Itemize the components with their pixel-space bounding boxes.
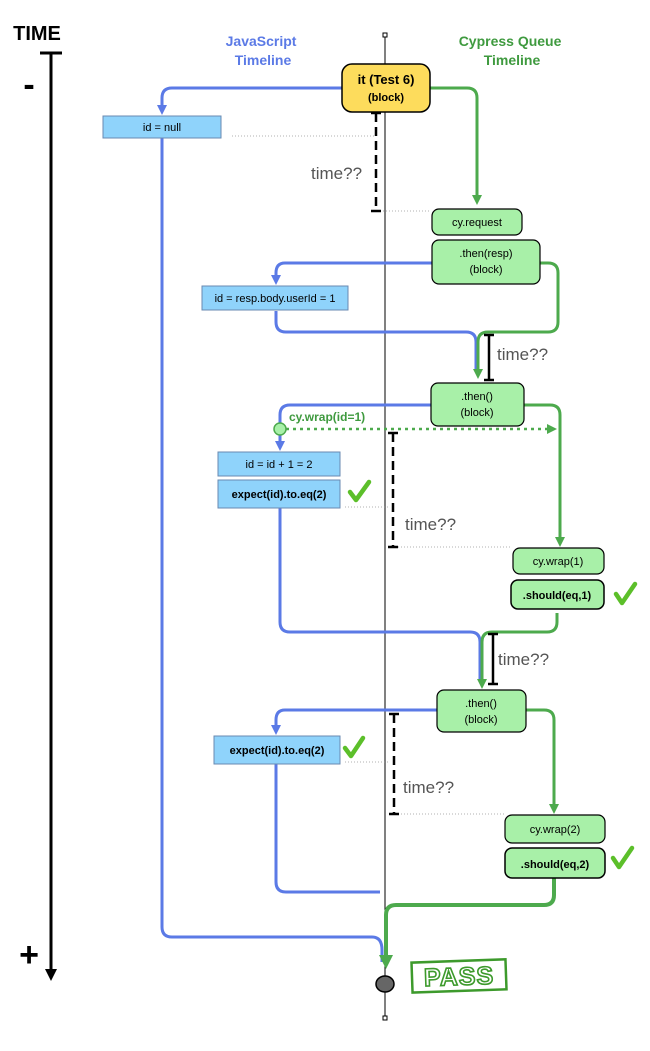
cy-line-should2-to-end [379,878,556,969]
js-line-box-to-then [274,311,478,370]
time-axis-title: TIME [13,23,61,45]
svg-text:.then(resp): .then(resp) [459,248,512,260]
cy-box-then-resp: .then(resp) (block) [431,239,541,285]
js-line-expect1-to-then2 [278,508,482,680]
time-axis-minus: - [23,66,34,104]
center-timeline-top-cap [382,32,388,38]
cy-line-resp-to-then [473,261,560,379]
svg-text:.then(): .then() [465,698,497,710]
svg-text:expect(id).to.eq(2): expect(id).to.eq(2) [232,489,327,501]
svg-text:(block): (block) [460,407,493,419]
cy-flow-lines [379,86,565,969]
svg-text:id = id + 1 = 2: id = id + 1 = 2 [246,459,313,471]
time-bracket-5 [389,712,399,816]
js-line-then-to-inc [275,403,432,451]
svg-text:(block): (block) [469,264,502,276]
cy-line-then-to-wrap1 [524,403,565,547]
js-line-then2-to-expect2 [271,708,437,735]
js-box-expect-1: expect(id).to.eq(2) [217,479,341,509]
js-flow-lines [157,86,482,962]
check-icon [347,479,372,503]
cypress-timeline-header: Cypress Queue Timeline [459,33,566,68]
cy-line-then2-to-wrap2 [526,708,559,814]
svg-text:id = null: id = null [143,122,181,134]
svg-text:cy.request: cy.request [452,217,502,229]
end-node [375,975,395,993]
svg-text:id = resp.body.userId = 1: id = resp.body.userId = 1 [215,293,336,305]
js-box-id-inc: id = id + 1 = 2 [217,451,341,477]
time-bracket-4 [488,632,498,686]
svg-text:.should(eq,1): .should(eq,1) [523,590,592,602]
cy-box-should-2: .should(eq,2) [504,847,606,879]
check-icon [613,581,638,606]
time-bracket-2 [484,333,494,382]
time-label-3: time?? [405,515,456,534]
svg-text:expect(id).to.eq(2): expect(id).to.eq(2) [230,745,325,757]
svg-text:PASS: PASS [423,962,494,992]
js-line-expect2-to-end [274,764,380,894]
js-line-main-down [160,138,384,962]
time-bracket-1 [371,111,381,213]
time-label-1: time?? [311,164,362,183]
time-label-5: time?? [403,778,454,797]
guide-lines [232,135,512,815]
time-brackets [371,111,498,816]
check-icon [342,735,366,759]
cy-line-it-to-request [430,86,482,205]
cy-box-then-2: .then() (block) [436,689,527,733]
wrap-label: cy.wrap(id=1) [289,410,365,424]
wrap-origin-dot [273,422,287,436]
svg-text:.should(eq,2): .should(eq,2) [521,859,590,871]
center-timeline-bottom-cap [382,1015,388,1021]
cy-box-request: cy.request [431,208,523,236]
svg-text:(block): (block) [368,92,404,104]
svg-text:(block): (block) [464,714,497,726]
svg-text:cy.wrap(2): cy.wrap(2) [530,824,581,836]
cy-line-should1-to-then2 [477,613,559,689]
time-label-2: time?? [497,345,548,364]
svg-text:cy.wrap(1): cy.wrap(1) [533,556,584,568]
js-timeline-header: JavaScript Timeline [226,33,301,68]
svg-text:.then(): .then() [461,391,493,403]
time-label-4: time?? [498,650,549,669]
cy-box-should-1: .should(eq,1) [510,579,605,610]
check-icon [610,845,635,870]
pass-stamp: PASS [410,958,508,994]
cy-box-wrap-1: cy.wrap(1) [512,547,605,575]
cy-box-wrap-2: cy.wrap(2) [504,814,606,844]
js-box-id-resp: id = resp.body.userId = 1 [201,285,349,311]
it-block: it (Test 6) (block) [341,63,431,113]
js-box-expect-2: expect(id).to.eq(2) [213,735,341,765]
js-box-id-null: id = null [102,115,222,139]
time-axis-plus: + [19,936,39,974]
cy-box-then-1: .then() (block) [430,382,525,427]
js-line-resp-to-box [271,261,432,285]
time-bracket-3 [388,431,398,549]
js-line-it-to-idnull [157,86,342,115]
svg-text:it (Test 6): it (Test 6) [358,72,415,87]
check-marks [342,479,638,870]
